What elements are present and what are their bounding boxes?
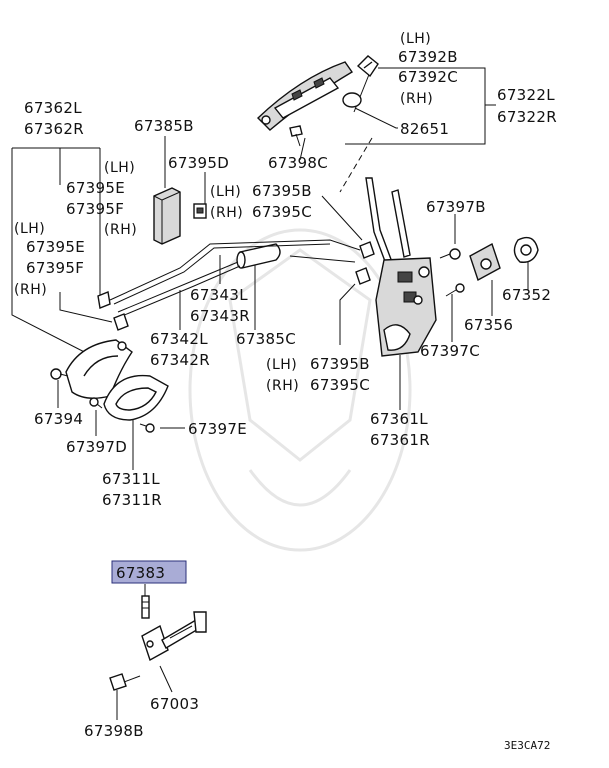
note-lh-67395E: (LH)	[104, 160, 135, 176]
screw-67398C	[289, 125, 303, 147]
label-67311R: 67311R	[102, 491, 162, 509]
label-67395C-lower: 67395C	[310, 376, 370, 394]
inside-handle-bezel-67362	[65, 339, 133, 399]
label-67395B-lower: 67395B	[310, 355, 370, 373]
screw-67397D	[89, 397, 103, 409]
door-latch-assembly	[375, 257, 437, 357]
screw-67394	[50, 368, 69, 380]
label-67397B: 67397B	[426, 198, 486, 216]
leader-lines	[11, 67, 529, 720]
note-rh-67395C-lower: (RH)	[266, 378, 299, 394]
watermark-emblem	[188, 228, 412, 552]
note-lh-67395D: (LH)	[210, 184, 241, 200]
label-67385C: 67385C	[236, 330, 296, 348]
label-67397E: 67397E	[188, 420, 247, 438]
label-67343L: 67343L	[190, 286, 248, 304]
outside-door-handle	[256, 61, 354, 131]
label-67385B: 67385B	[134, 117, 194, 135]
bolt-67398B	[109, 673, 141, 691]
spacer-67352	[513, 236, 539, 263]
note-rh-67395F-lower: (RH)	[14, 282, 47, 298]
label-67395D: 67395D	[168, 154, 229, 172]
label-67395C-upper: 67395C	[252, 203, 312, 221]
label-67362R: 67362R	[24, 120, 84, 138]
highlight-box-67383	[111, 560, 187, 584]
label-67322L: 67322L	[497, 86, 555, 104]
clip-67395D	[193, 203, 207, 219]
label-67397C: 67397C	[420, 342, 480, 360]
label-67361L: 67361L	[370, 410, 428, 428]
note-lh-67395B-lower: (LH)	[266, 357, 297, 373]
door-check-67003	[141, 611, 207, 662]
label-67383: 67383	[116, 564, 165, 582]
label-67395B-upper: 67395B	[252, 182, 312, 200]
label-67398B: 67398B	[84, 722, 144, 740]
gasket-82651	[342, 92, 362, 108]
label-67343R: 67343R	[190, 307, 250, 325]
label-67397D: 67397D	[66, 438, 127, 456]
pin-67383	[141, 595, 150, 619]
inside-handle-67311	[103, 374, 169, 421]
label-67342R: 67342R	[150, 351, 210, 369]
control-rods-67343-67342	[109, 239, 361, 317]
screw-67397E	[139, 423, 155, 433]
label-67394: 67394	[34, 410, 83, 428]
handle-clip-67392	[356, 55, 379, 78]
label-67356: 67356	[464, 316, 513, 334]
callout-labels: (LH) 67392B 67392C (RH) 67322L 67322R 82…	[14, 31, 557, 752]
note-rh-67395F: (RH)	[104, 222, 137, 238]
label-67392B: 67392B	[398, 48, 458, 66]
label-67352: 67352	[502, 286, 551, 304]
clip-67395B-lower	[355, 267, 371, 285]
label-67392C: 67392C	[398, 68, 458, 86]
screw-67397C	[445, 283, 465, 297]
damper-block-67385B	[153, 187, 181, 245]
striker-67356	[469, 242, 501, 282]
label-67311L: 67311L	[102, 470, 160, 488]
clip-67395B-upper	[359, 241, 375, 259]
label-82651: 82651	[400, 120, 449, 138]
note-rh-67395D: (RH)	[210, 205, 243, 221]
lock-cover-67385C	[236, 243, 281, 269]
label-67395E-lower: 67395E	[26, 238, 85, 256]
note-rh-top: (RH)	[400, 91, 433, 107]
note-lh-top: (LH)	[400, 31, 431, 47]
label-67398C: 67398C	[268, 154, 328, 172]
label-67395E: 67395E	[66, 179, 125, 197]
diagram-code: 3E3CA72	[504, 739, 550, 752]
label-67362L: 67362L	[24, 99, 82, 117]
note-lh-67395E-lower: (LH)	[14, 221, 45, 237]
label-67395F: 67395F	[66, 200, 124, 218]
label-67395F-lower: 67395F	[26, 259, 84, 277]
label-67003: 67003	[150, 695, 199, 713]
clip-67395F	[113, 313, 129, 331]
label-67342L: 67342L	[150, 330, 208, 348]
label-67361R: 67361R	[370, 431, 430, 449]
screw-67397B	[439, 248, 461, 260]
clip-67395E	[97, 291, 111, 309]
label-67322R: 67322R	[497, 108, 557, 126]
